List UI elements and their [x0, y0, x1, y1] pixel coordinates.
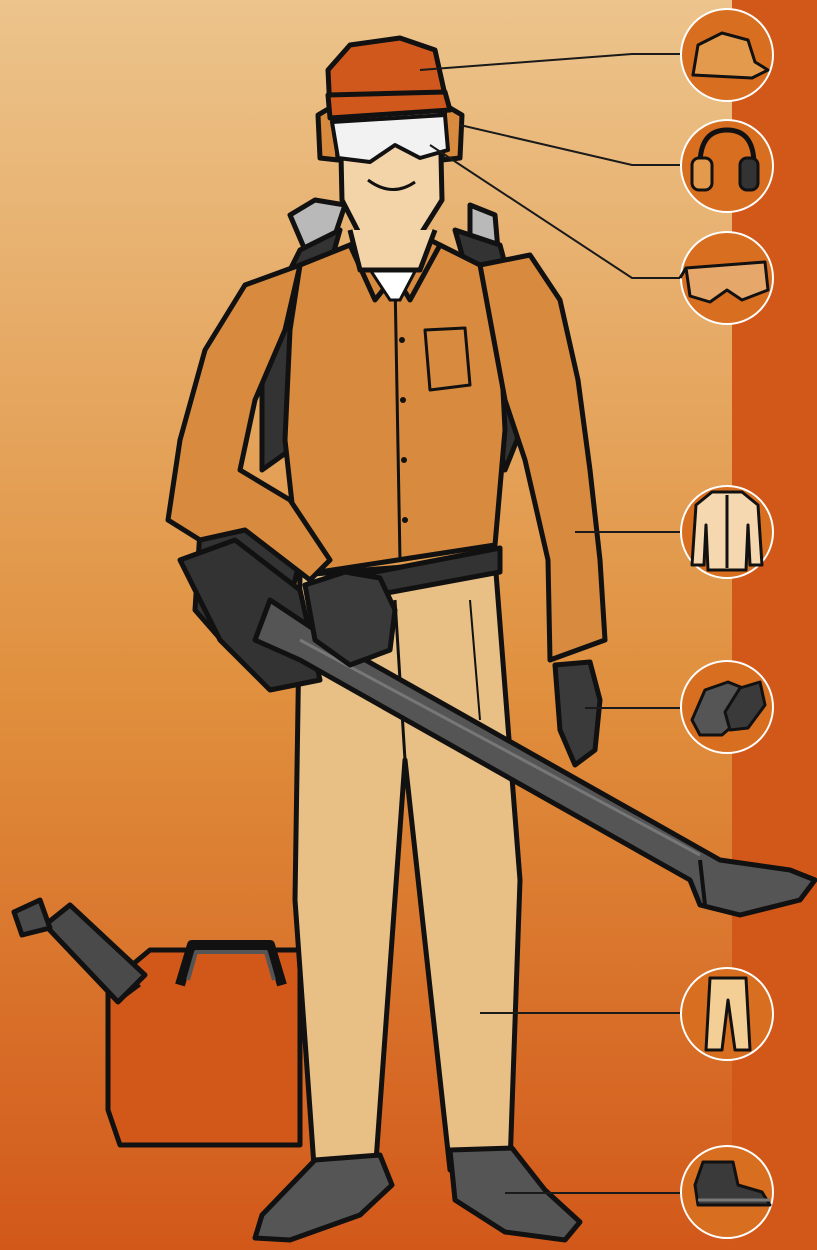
- badge-shirt: [681, 486, 773, 578]
- badge-glasses: [680, 232, 773, 324]
- badge-gloves: [681, 661, 773, 753]
- badge-cap: [681, 9, 773, 101]
- badge-pants: [681, 968, 773, 1060]
- badge-earmuffs: [681, 120, 773, 212]
- badge-boots: [681, 1146, 773, 1238]
- shirt-icon: [692, 492, 762, 570]
- cap: [328, 38, 450, 118]
